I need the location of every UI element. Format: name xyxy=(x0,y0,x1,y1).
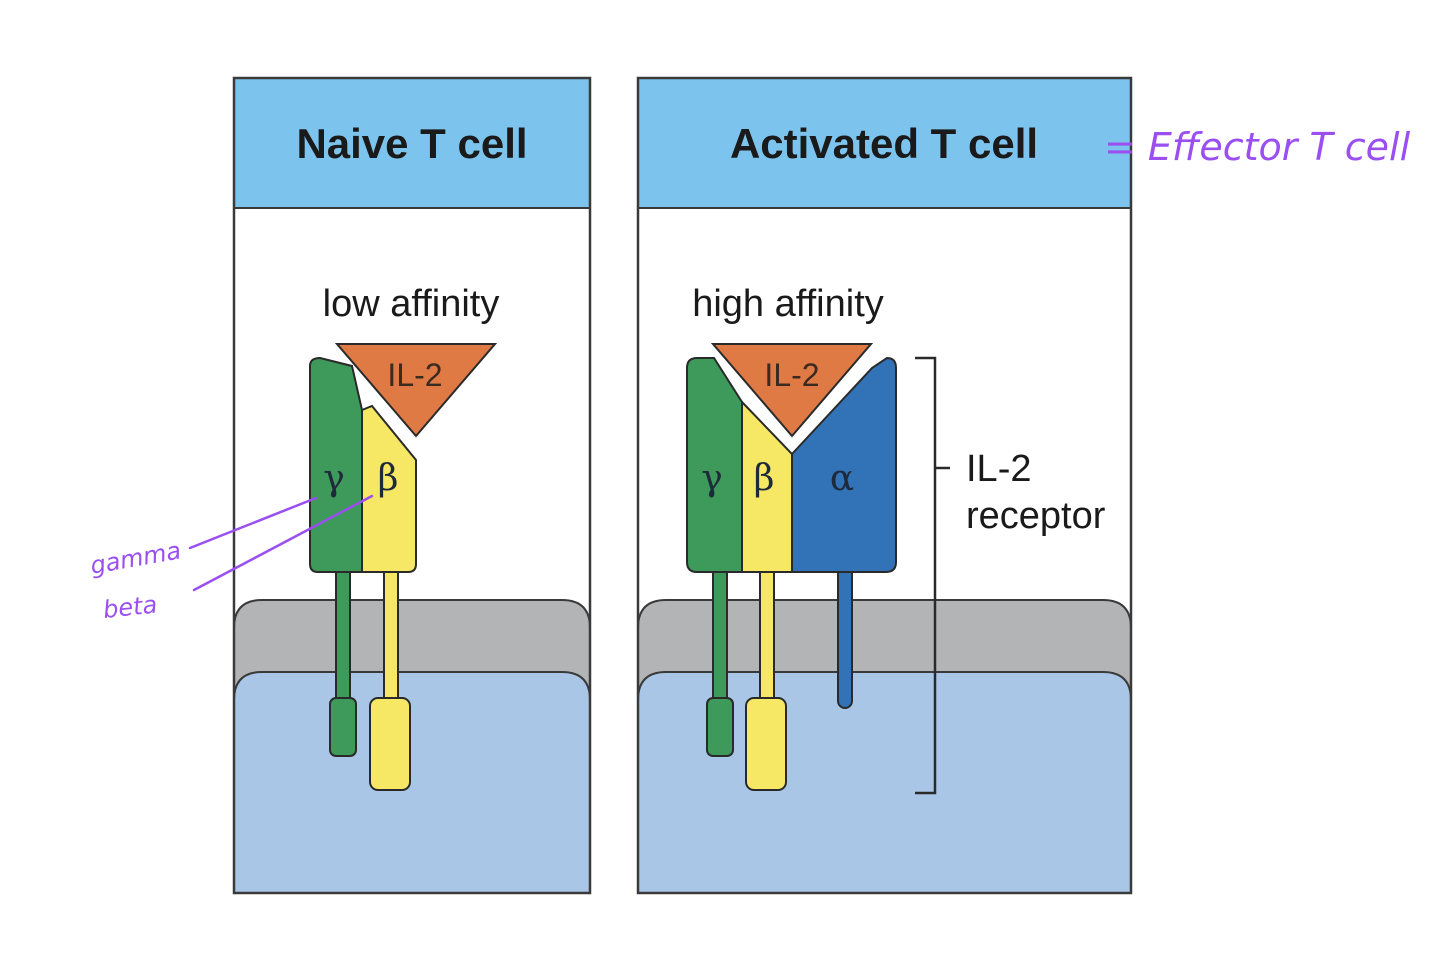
activated-affinity-label: high affinity xyxy=(692,283,884,325)
activated-panel: Activated T cell high affinity γ β α IL-… xyxy=(636,76,1133,895)
naive-beta-label: β xyxy=(378,458,399,499)
naive-il2-ligand: IL-2 xyxy=(334,343,498,438)
activated-il2-ligand: IL-2 xyxy=(710,343,874,438)
activated-title: Activated T cell xyxy=(730,120,1038,167)
activated-beta-chain xyxy=(741,399,793,791)
naive-panel: Naive T cell low affinity γ β IL-2 xyxy=(232,76,592,895)
receptor-label-line2: receptor xyxy=(966,495,1106,537)
activated-panel-border xyxy=(636,76,1133,895)
activated-gamma-label: γ xyxy=(701,458,723,499)
naive-title: Naive T cell xyxy=(296,120,527,167)
activated-il2-label: IL-2 xyxy=(764,357,819,393)
naive-beta-chain xyxy=(361,404,417,791)
naive-panel-border xyxy=(232,76,592,895)
naive-header xyxy=(233,77,591,209)
effector-annotation: = Effector T cell xyxy=(1104,125,1411,169)
naive-cytoplasm xyxy=(234,672,590,893)
naive-gamma-chain xyxy=(309,356,363,757)
activated-alpha-label: α xyxy=(830,458,854,499)
naive-il2-label: IL-2 xyxy=(387,357,442,393)
gamma-annotation: gamma xyxy=(88,536,183,579)
activated-header xyxy=(637,77,1132,209)
receptor-bracket: IL-2 receptor xyxy=(915,356,1106,795)
activated-alpha-chain xyxy=(791,356,897,709)
beta-pointer-line xyxy=(192,494,374,592)
handwritten-annotations: = Effector T cell gamma beta xyxy=(88,125,1410,624)
beta-annotation: beta xyxy=(102,590,159,624)
activated-gamma-chain xyxy=(686,357,743,757)
naive-gamma-label: γ xyxy=(323,458,345,499)
gamma-pointer-line xyxy=(188,496,318,550)
receptor-label-line1: IL-2 xyxy=(966,448,1031,490)
activated-beta-label: β xyxy=(754,458,775,499)
naive-affinity-label: low affinity xyxy=(323,283,500,325)
